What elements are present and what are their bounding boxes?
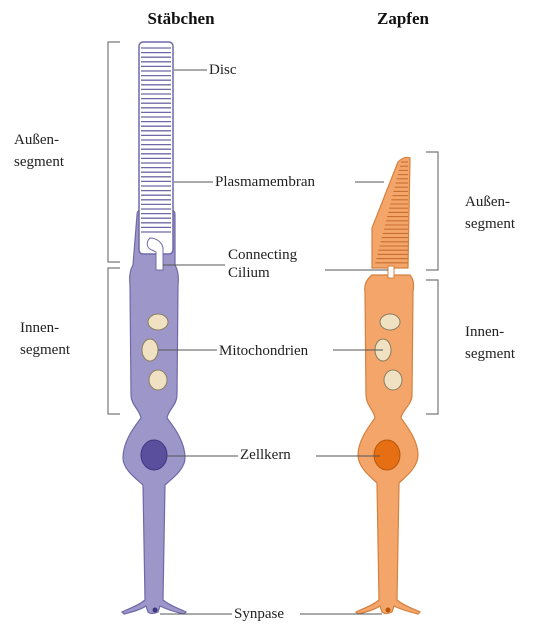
cone-nucleus [374,440,400,470]
zellkern-label: Zellkern [240,446,291,464]
cone-inner-segment-bracket [426,280,438,414]
rod-mitochondrion [148,314,168,330]
rod-inner-segment-label: Innen- segment [20,318,70,362]
rod-inner-segment-bracket [108,268,120,414]
connecting-label-line2: Cilium [228,265,270,281]
cone-outer-segment-bracket [426,152,438,270]
rod-outer-segment-bracket [108,42,120,262]
rod-nucleus [141,440,167,470]
rod-mitochondrion [142,339,158,361]
disc-label: Disc [209,61,237,79]
synpase-label: Synpase [234,605,284,623]
rod-title: Stäbchen [147,9,214,29]
cone-title: Zapfen [377,9,429,29]
connecting-cilium-cone [388,266,394,278]
cone-inner-segment-label: Innen- segment [465,322,515,366]
rod-cell [122,42,186,614]
rod-body [122,208,186,614]
cone-mitochondrion [380,314,400,330]
rod-mitochondrion [149,370,167,390]
rod-synapse-vesicle [153,608,158,613]
cone-synapse-vesicle [386,608,391,613]
mitochondrien-label: Mitochondrien [219,342,308,360]
cone-cell [356,157,420,614]
rod-outer-segment-label: Außen- segment [14,130,64,174]
cone-outer-segment-label: Außen- segment [465,192,515,236]
rod-discs [141,48,171,232]
connecting-cilium-label: Connecting Cilium [228,246,297,282]
connecting-label-line1: Connecting [228,247,297,263]
plasmamembran-label: Plasmamembran [215,173,315,191]
cone-mitochondrion [384,370,402,390]
